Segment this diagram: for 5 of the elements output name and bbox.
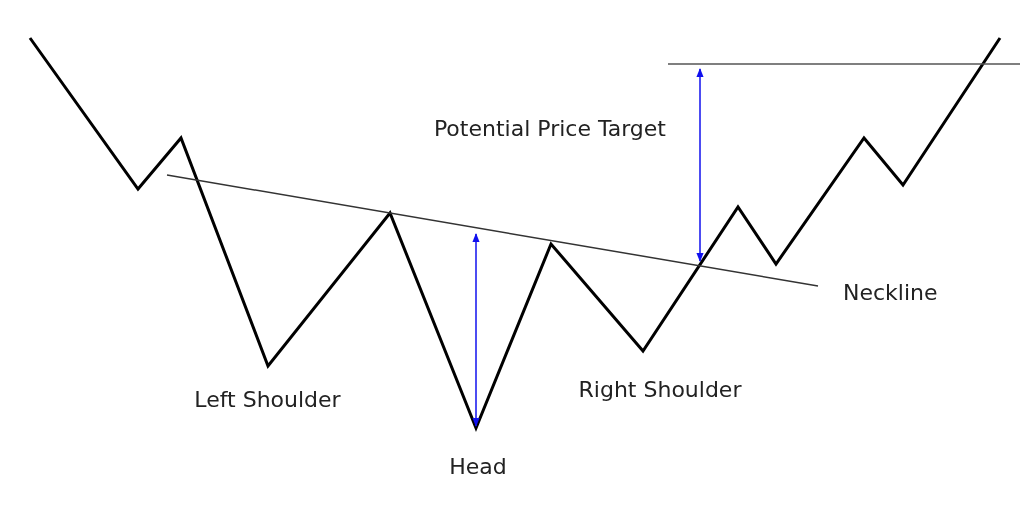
annotation-label: Head <box>448 453 508 481</box>
annotation-label: Right Shoulder <box>577 376 743 404</box>
annotation-label: Potential Price Target <box>432 115 666 143</box>
annotation-label: Neckline <box>843 279 939 307</box>
annotation-label: Left Shoulder <box>193 386 342 414</box>
